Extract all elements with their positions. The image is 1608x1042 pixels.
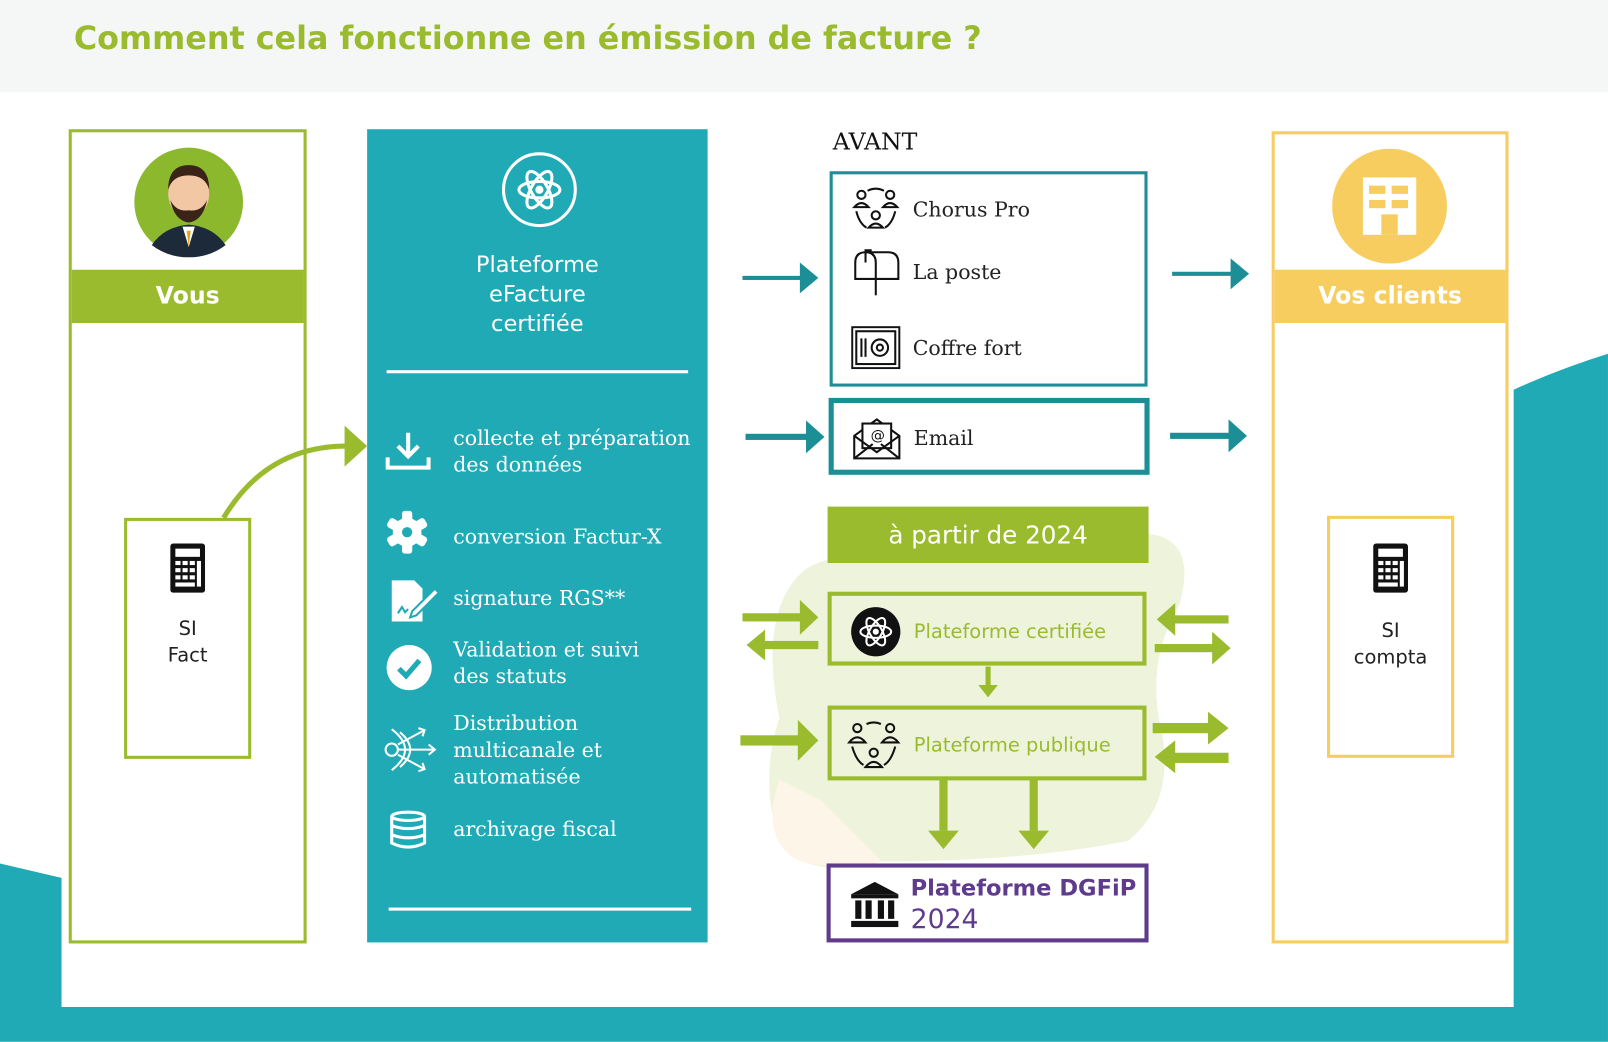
bank-building-icon <box>851 881 899 928</box>
feature-label: multicanale et <box>453 737 603 762</box>
atom-icon <box>501 152 577 228</box>
flow-arrows <box>740 599 1231 850</box>
feature-label: des statuts <box>453 663 567 689</box>
platform-title-1: Plateforme <box>475 252 599 278</box>
si-fact-line1: SI <box>178 617 197 640</box>
channel-la-poste: La poste <box>912 259 1002 285</box>
atom-icon <box>851 607 901 657</box>
check-circle-icon <box>386 645 432 691</box>
avatar <box>134 147 244 258</box>
avant-channels-box: Chorus Pro La poste Coffre fort <box>829 171 1148 387</box>
email-label: Email <box>913 425 974 451</box>
channel-chorus-pro: Chorus Pro <box>912 196 1030 222</box>
certified-platform-label: Plateforme certifiée <box>913 620 1107 643</box>
network-people-icon <box>851 187 900 229</box>
channel-arrows <box>742 258 1250 454</box>
divider <box>386 370 689 374</box>
calculator-icon <box>1373 543 1409 593</box>
dgfip-year: 2024 <box>910 904 979 936</box>
platform-title-2: eFacture <box>488 282 586 308</box>
feature-label: conversion Factur-X <box>453 524 662 549</box>
curved-arrow <box>221 425 368 520</box>
download-icon <box>385 432 431 470</box>
feature-label: signature RGS** <box>453 585 626 611</box>
feature-label: Distribution <box>453 710 579 736</box>
page-title: Comment cela fonctionne en émission de f… <box>73 20 982 58</box>
from-2024-banner: à partir de 2024 <box>827 506 1149 563</box>
platform-title-3: certifiée <box>491 311 584 338</box>
email-box: @ Email <box>828 397 1150 475</box>
public-platform-box: Plateforme publique <box>827 705 1147 781</box>
divider <box>388 907 692 911</box>
safe-icon <box>851 326 901 370</box>
calculator-icon <box>170 543 206 593</box>
efacture-platform-panel: Plateforme eFacture certifiée collecte e… <box>367 129 708 943</box>
si-fact-box: SI Fact <box>124 517 252 759</box>
feature-conversion: conversion Factur-X <box>367 510 707 556</box>
certified-platform-box: Plateforme certifiée <box>827 591 1147 666</box>
si-compta-line2: compta <box>1353 646 1428 669</box>
dgfip-platform-box: Plateforme DGFiP 2024 <box>826 863 1149 943</box>
feature-signature: signature RGS** <box>367 578 707 623</box>
feature-label: automatisée <box>453 763 581 789</box>
signature-icon <box>391 580 441 622</box>
si-compta-box: SI compta <box>1326 515 1455 758</box>
mailbox-icon <box>854 249 900 296</box>
distribution-icon <box>384 727 437 773</box>
public-platform-label: Plateforme publique <box>913 734 1111 757</box>
email-icon: @ <box>853 418 901 460</box>
svg-text:@: @ <box>871 428 885 444</box>
feature-archivage: archivage fiscal <box>367 810 707 851</box>
building-icon <box>1332 148 1447 264</box>
channel-coffre-fort: Coffre fort <box>912 335 1022 360</box>
si-compta-line1: SI <box>1381 619 1400 642</box>
dgfip-label: Plateforme DGFiP <box>910 875 1137 902</box>
avant-label: AVANT <box>832 129 918 156</box>
feature-label: archivage fiscal <box>453 816 617 841</box>
gear-icon <box>387 510 428 554</box>
database-icon <box>390 810 427 849</box>
feature-label: Validation et suivi <box>453 636 640 662</box>
vous-column: Vous SI Fact <box>68 129 307 944</box>
header-bar <box>0 0 1608 93</box>
network-people-icon <box>846 721 901 769</box>
feature-label: collecte et préparation <box>453 425 691 451</box>
si-fact-line2: Fact <box>167 644 208 667</box>
vous-label: Vous <box>71 269 304 324</box>
clients-column: Vos clients SI compta <box>1271 131 1509 944</box>
feature-label: des données <box>453 452 583 477</box>
clients-label: Vos clients <box>1274 269 1506 324</box>
